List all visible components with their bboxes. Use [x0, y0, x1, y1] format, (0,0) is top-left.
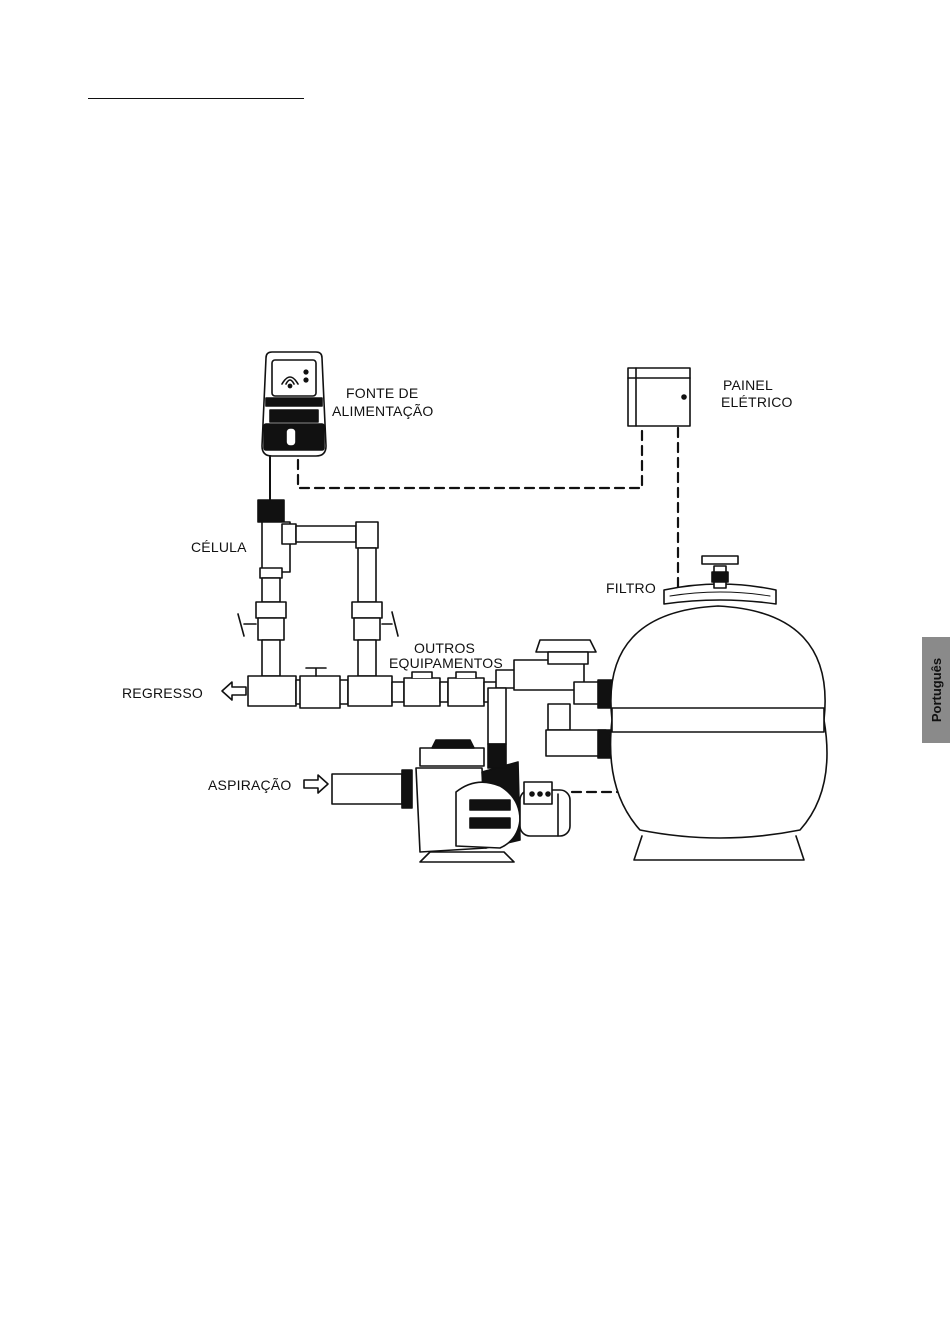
valve-pipework: [488, 640, 614, 758]
power-supply-label-line2: ALIMENTAÇÃO: [332, 403, 434, 420]
circulation-pump: [332, 740, 570, 862]
suction-label: ASPIRAÇÃO: [208, 777, 292, 794]
return-arrow: [222, 682, 246, 700]
panel-label-line1: PAINEL: [723, 377, 773, 394]
sand-filter: [611, 556, 827, 860]
suction-arrow: [304, 775, 328, 793]
power-supply-unit: [262, 352, 326, 456]
other-equipment-label-line2: EQUIPAMENTOS: [389, 655, 503, 672]
panel-label-line2: ELÉTRICO: [721, 394, 793, 411]
power-supply-label-line1: FONTE DE: [346, 385, 418, 402]
language-tab-label: Português: [922, 637, 950, 743]
language-side-tab: Português: [922, 637, 950, 743]
electric-panel-box: [628, 368, 690, 426]
filter-label: FILTRO: [606, 580, 656, 597]
return-label: REGRESSO: [122, 685, 203, 702]
cell-label: CÉLULA: [191, 539, 247, 556]
electrolysis-cell: [258, 500, 296, 578]
